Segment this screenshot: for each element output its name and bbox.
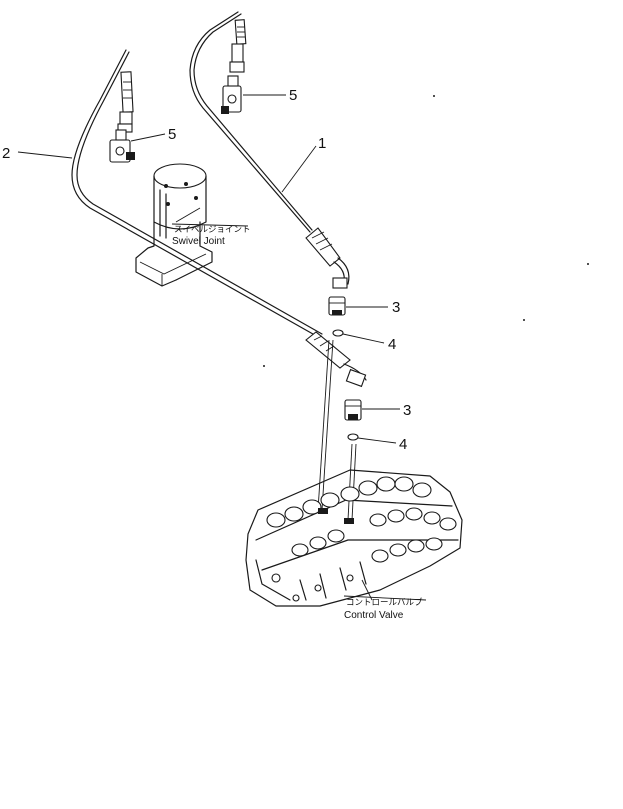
o-ring-4-upper	[332, 329, 344, 337]
valve-spools-lower	[371, 537, 443, 563]
control-valve	[245, 469, 463, 607]
callout-fitting-3-lower: 3	[403, 402, 411, 419]
callout-elbow-5-right: 5	[289, 87, 297, 104]
elbow-fitting-5-left	[109, 129, 135, 163]
swivel-joint	[135, 163, 213, 287]
straight-fitting-3-upper	[328, 296, 346, 316]
callout-hose-1: 1	[318, 135, 326, 152]
control-valve-label-jp: コントロールバルブ	[346, 597, 423, 608]
straight-fitting-3-lower	[344, 399, 362, 421]
elbow-fitting-5-right	[221, 75, 242, 114]
hose-1	[189, 11, 350, 289]
callout-fitting-3-upper: 3	[392, 299, 400, 316]
control-valve-label-en: Control Valve	[344, 610, 404, 621]
valve-spools-top	[266, 476, 432, 528]
callout-oring-4-upper: 4	[388, 336, 396, 353]
callout-elbow-5-left: 5	[168, 126, 176, 143]
valve-spools-middle	[291, 507, 457, 557]
callout-hose-2: 2	[2, 145, 10, 162]
leader-lines	[17, 94, 400, 601]
o-ring-4-lower	[347, 433, 359, 441]
swivel-joint-label-en: Swivel Joint	[172, 236, 225, 247]
callout-oring-4-lower: 4	[399, 436, 407, 453]
swivel-joint-label-jp: スイベルジョイント	[174, 225, 251, 235]
hose-2	[71, 49, 367, 388]
